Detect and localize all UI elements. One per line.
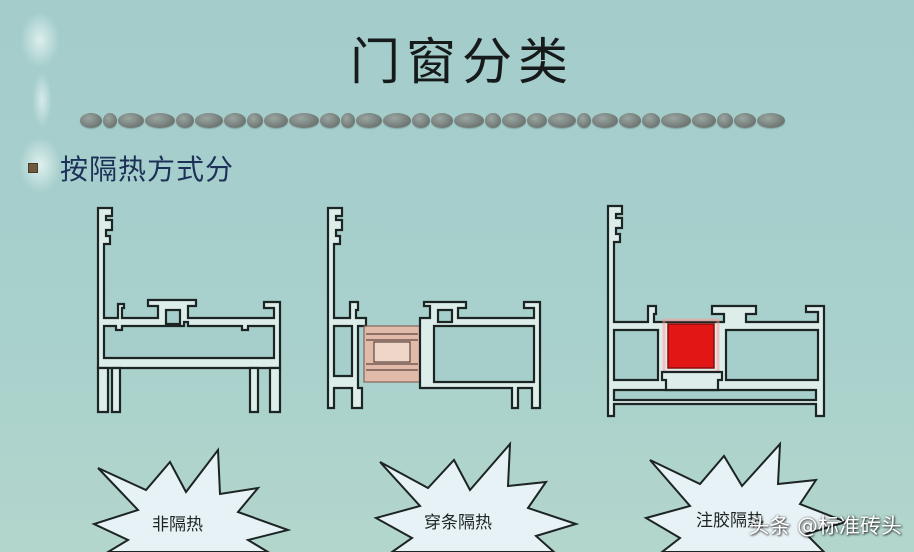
pebble: [412, 112, 430, 128]
pebble: [289, 112, 319, 128]
pebble: [247, 112, 263, 128]
profile-pour-insulated-diagram: [606, 204, 826, 418]
watermark: 头条 @标准砖头: [748, 514, 902, 538]
pebble: [431, 112, 453, 128]
pebble: [341, 112, 355, 128]
label-strip-insulated: 穿条隔热: [424, 513, 492, 533]
pebble: [320, 112, 340, 128]
slide-title: 门窗分类: [350, 33, 574, 91]
pebble: [642, 112, 660, 128]
bullet-text: 按隔热方式分: [60, 153, 235, 186]
pebble: [734, 112, 756, 128]
burst-non-insulated: [91, 447, 292, 552]
pebble: [527, 112, 547, 128]
pebble: [176, 112, 194, 128]
bullet-item: 按隔热方式分: [28, 148, 234, 188]
pebble: [548, 112, 576, 128]
decorative-ornament: [4, 0, 80, 220]
burst-strip-insulated: [373, 441, 580, 552]
pebble: [118, 112, 144, 128]
pebble: [224, 112, 246, 128]
pebble: [577, 112, 591, 128]
pebble: [717, 112, 733, 128]
pebble: [619, 112, 641, 128]
pebble: [592, 112, 618, 128]
pebble: [383, 112, 411, 128]
pebble: [103, 112, 117, 128]
square-bullet-icon: [28, 163, 38, 173]
pebble: [661, 112, 691, 128]
profile-non-insulated-diagram: [96, 206, 282, 414]
label-non-insulated: 非隔热: [152, 515, 203, 535]
profile-strip-insulated-diagram: [326, 206, 542, 410]
pebble: [757, 112, 785, 128]
pebble: [264, 112, 288, 128]
burst-pour-insulated: [643, 441, 850, 552]
pebble: [454, 112, 484, 128]
pebble: [692, 112, 716, 128]
pebble: [485, 112, 501, 128]
pebble: [195, 112, 223, 128]
pebble-divider: [80, 110, 790, 130]
pebble: [502, 112, 526, 128]
pebble: [80, 112, 102, 128]
pebble: [145, 112, 175, 128]
pebble: [356, 112, 382, 128]
label-pour-insulated: 注胶隔热: [696, 511, 764, 531]
